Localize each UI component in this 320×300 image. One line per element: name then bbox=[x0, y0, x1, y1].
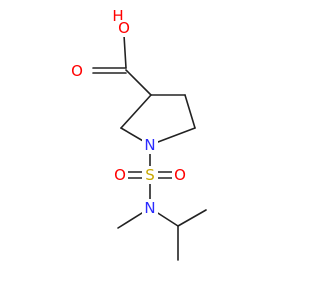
bond-acid-ring bbox=[125, 69, 152, 96]
sulfonyl-o-right-atom: O bbox=[172, 166, 188, 184]
ring-n-atom: N bbox=[142, 136, 158, 154]
hydroxyl-h-label: H bbox=[112, 7, 123, 25]
molecule-structure-diagram: H O O N S O O N bbox=[69, 7, 207, 261]
sulfonyl-o-right-label: O bbox=[174, 166, 186, 184]
bond-c2-c3 bbox=[120, 94, 152, 129]
amine-n-atom: N bbox=[142, 199, 158, 217]
sulfur-atom: S bbox=[142, 166, 158, 184]
hydroxyl-o-atom: O bbox=[117, 19, 131, 37]
sulfonyl-o-left-atom: O bbox=[112, 166, 128, 184]
sulfonyl-o-left-label: O bbox=[114, 166, 126, 184]
bond-c4-c5 bbox=[184, 94, 196, 129]
bond-c-oh bbox=[123, 34, 127, 69]
carbonyl-o-atom: O bbox=[69, 62, 85, 80]
bond-ch-methyl-up bbox=[177, 209, 207, 227]
amine-n-label: N bbox=[144, 199, 155, 217]
atom-labels: H O O N S O O N bbox=[69, 7, 188, 217]
ring-n-label: N bbox=[144, 136, 155, 154]
sulfur-label: S bbox=[145, 166, 155, 184]
hydroxyl-o-label: O bbox=[118, 19, 130, 37]
carbonyl-o-label: O bbox=[71, 62, 83, 80]
